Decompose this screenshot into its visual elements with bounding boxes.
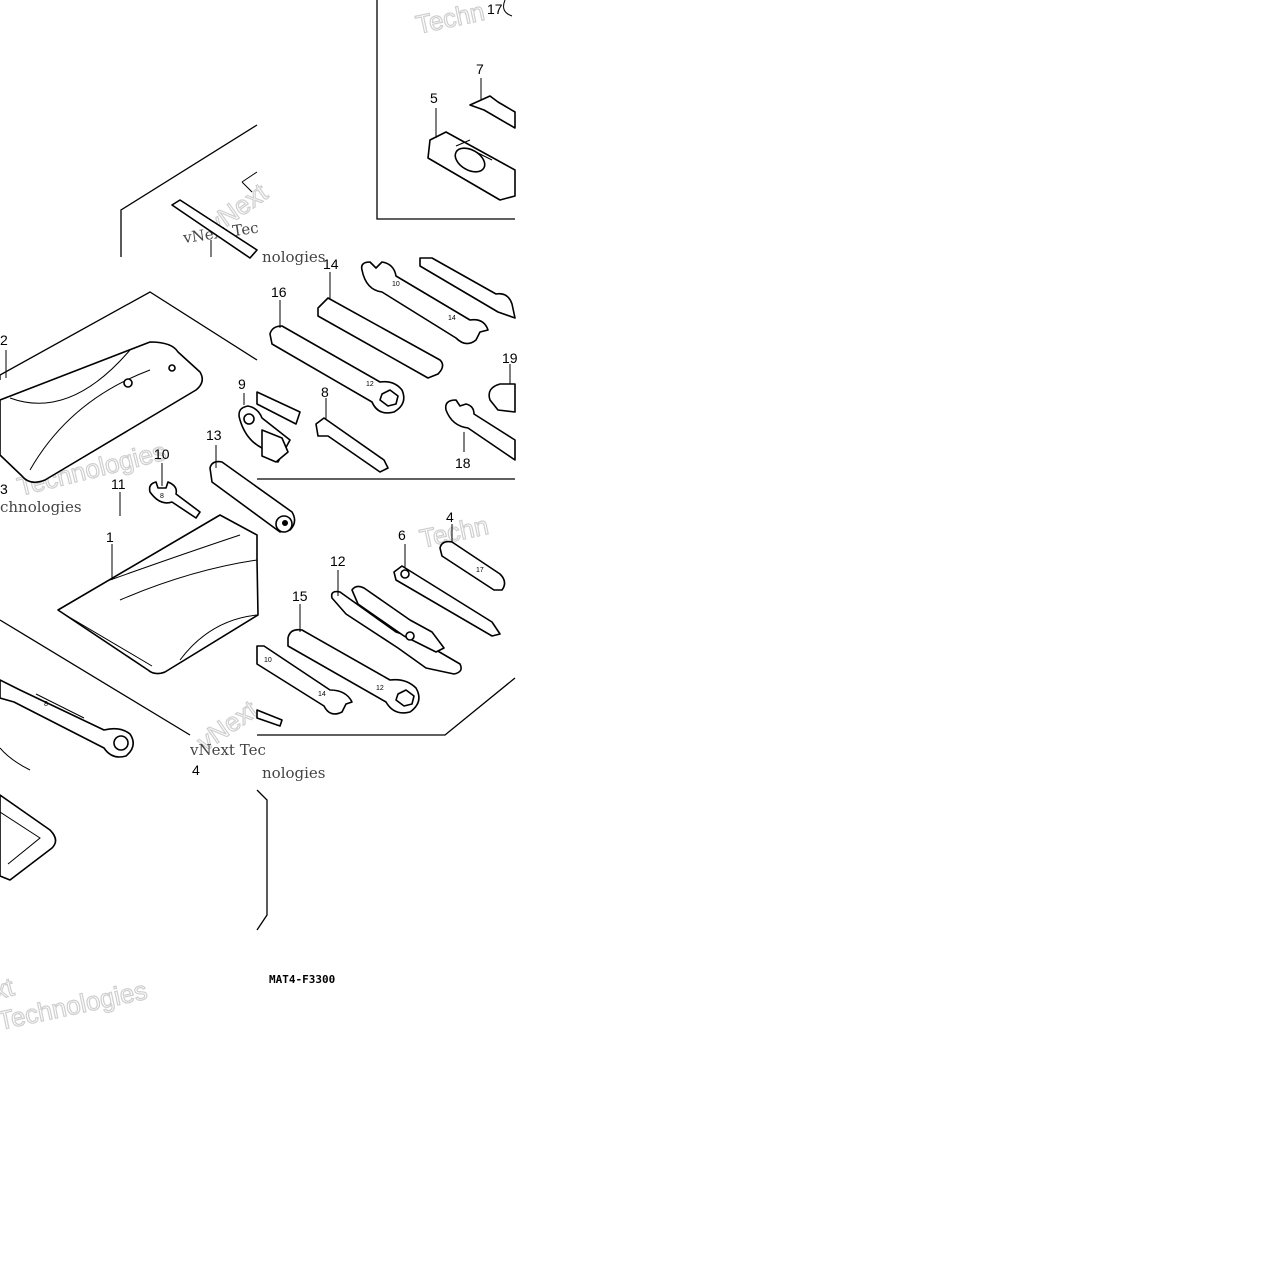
watermark-techn-top: Techn [413,0,487,40]
panel-border-pliers-bottom [257,677,516,736]
callout-10: 10 [154,446,170,462]
pliers-part-12 [330,585,462,675]
wrench-16-size: 12 [366,381,374,388]
panel-border-case-diagonal [0,619,191,736]
callout-17: 17 [487,1,503,17]
callout-1: 1 [106,529,114,545]
callout-9: 9 [238,376,246,392]
wrench-part-14 [317,297,444,379]
bar-tool-upper-left [171,199,258,259]
callout-11: 11 [111,476,126,492]
tool-pouch-part-2 [0,341,204,484]
open-wrench-part-10: 8 [148,481,201,519]
spanner-part-4: 17 [439,540,506,591]
panel-border-pouch [0,291,258,380]
double-open-wrench-pliers-panel: 10 14 [256,645,353,715]
wrench-part-16: 12 [269,325,405,414]
wrench-15-size: 12 [376,685,384,692]
wrench-pliers-panel-size-a: 10 [264,657,272,664]
callout-13: 13 [206,427,222,443]
part-17-fragment [503,0,513,17]
callout-6: 6 [398,527,406,543]
panel-border-upper-left [120,124,258,257]
spanner-4-size: 17 [476,567,484,574]
drawing-code: MAT4-F3300 [269,973,335,986]
panel-border-lower-left [256,789,268,931]
callout-8: 8 [321,384,329,400]
hex-key-part-7 [469,95,516,129]
double-open-wrench-far [419,257,516,319]
wrench-top-size-a: 10 [392,281,400,288]
callout-5: 5 [430,90,438,106]
double-open-wrench-top: 10 14 [360,261,489,345]
watermark-nologies-lower: nologies [262,764,326,782]
callout-15: 15 [292,588,308,604]
partial-tool-lower-left [0,747,31,771]
bar-part-pliers-panel [256,709,283,727]
callout-4: 4 [446,509,454,525]
wrench-10-size: 8 [160,493,164,500]
combination-wrench-lower-left: 8 [0,679,134,758]
callout-18: 18 [455,455,471,471]
callout-7: 7 [476,61,484,77]
callout-16: 16 [271,284,287,300]
callout-12: 12 [330,553,346,569]
wrench-top-size-b: 14 [448,315,456,322]
callout-2: 2 [0,332,8,348]
callout-14: 14 [323,256,339,272]
screwdriver-handle-part [427,131,516,201]
callout-4-lower: 4 [192,762,200,778]
tool-tray-inner [0,811,41,865]
watermark-chnologies-left: chnologies [0,498,82,516]
partial-part-upper-left [241,171,258,193]
watermark-xt-bottom: xt [0,971,18,1005]
wrench-lower-left-size: 8 [44,701,48,708]
panel-border-top-right [376,0,515,220]
open-wrench-part-19 [488,383,516,413]
watermark-vnext-tec-lower: vNext Tec [189,741,266,759]
hex-key-part-8 [315,417,389,473]
callout-19: 19 [502,350,518,366]
wrench-part-15: 12 [287,628,420,714]
wrench-pliers-panel-size-b: 14 [318,691,326,698]
watermark-technologies-bottom: Technologies [0,975,150,1036]
box-wrench-part-9 [238,405,291,463]
watermark-nologies-upper: nologies [262,248,326,266]
screwdriver-part-6 [393,565,501,637]
open-wrench-part-18 [444,399,516,461]
tool-bag-part-1 [57,514,259,675]
tool-tray-part [0,794,57,881]
callout-3: 3 [0,481,8,497]
socket-part-13 [209,460,296,533]
bar-part-left [256,391,301,425]
